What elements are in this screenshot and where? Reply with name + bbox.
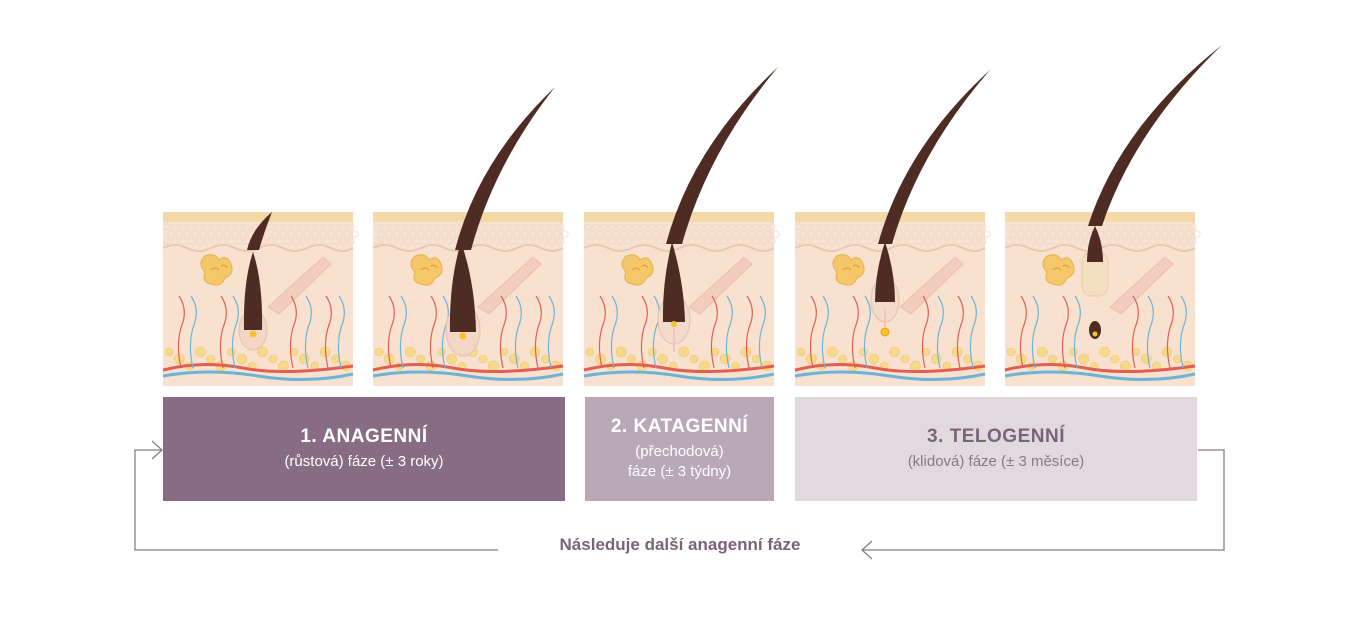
cycle-arrowhead-right-icon: [151, 440, 163, 460]
phase-katagen-subtitle-line2: fáze (± 3 týdny): [627, 463, 732, 480]
cycle-line-left: [134, 449, 498, 551]
phase-telogen-title: 3. TELOGENNÍ: [927, 426, 1065, 447]
cycle-arrowhead-left-icon: [861, 540, 873, 560]
phase-anagen-title: 1. ANAGENNÍ: [300, 426, 428, 447]
phase-telogen-box: 3. TELOGENNÍ (klidová) fáze (± 3 měsíce): [795, 397, 1197, 501]
cycle-line-right: [862, 449, 1225, 551]
phase-telogen-subtitle: (klidová) fáze (± 3 měsíce): [907, 453, 1085, 470]
cycle-label: Následuje další anagenní fáze: [559, 535, 801, 554]
phase-anagen-subtitle: (růstová) fáze (± 3 roky): [284, 453, 444, 470]
phase-katagen-box: 2. KATAGENNÍ (přechodová) fáze (± 3 týdn…: [585, 397, 774, 501]
phase-katagen-subtitle-line1: (přechodová): [635, 443, 724, 460]
skin-panel-telogen-shedding: [1004, 212, 1201, 386]
phase-anagen-box: 1. ANAGENNÍ (růstová) fáze (± 3 roky): [163, 397, 565, 501]
phase-katagen-title: 2. KATAGENNÍ: [610, 416, 749, 437]
